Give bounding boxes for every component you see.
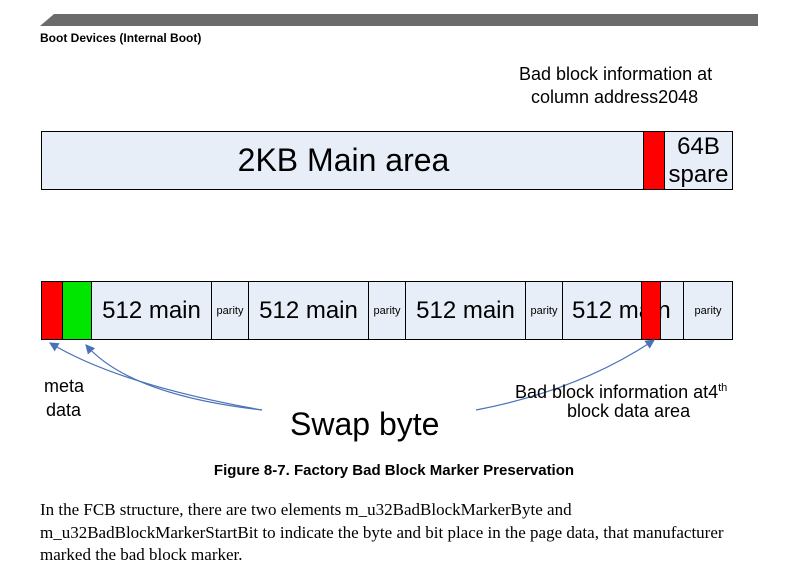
meta-label-line2: data: [46, 400, 82, 420]
bottom-label-number: 4: [708, 382, 719, 402]
meta-label-line1: meta: [44, 376, 85, 396]
bottom-label-text: Bad block information at: [515, 382, 709, 402]
segment-1-main: 512 main: [91, 281, 212, 340]
top-label-line2: column address2048: [531, 85, 698, 109]
segment-4-parity: parity: [683, 281, 733, 340]
segment-2-main: 512 main: [248, 281, 369, 340]
bottom-label-line1: Bad block information at4th: [515, 376, 727, 404]
spare-line1: 64B: [677, 133, 720, 160]
segment-2-main-label: 512 main: [259, 296, 358, 324]
body-paragraph: In the FCB structure, there are two elem…: [40, 500, 724, 564]
segment-1-parity-label: parity: [216, 304, 244, 317]
spare-area-box: 64B spare: [664, 131, 733, 190]
segment-1-main-label: 512 main: [102, 296, 201, 324]
figure-caption: Figure 8-7. Factory Bad Block Marker Pre…: [213, 462, 575, 479]
swap-arrow-to-green: [85, 344, 263, 411]
meta-green-block: [62, 281, 92, 340]
top-label-column-text: column address: [531, 87, 659, 107]
segment-3-main: 512 main: [405, 281, 526, 340]
segment-2-parity-label: parity: [373, 304, 401, 317]
top-label-value: 2048: [658, 87, 699, 107]
swap-arrow-to-bad-block: [475, 339, 655, 411]
spare-line2: spare: [668, 161, 729, 188]
header-bar: [40, 14, 758, 26]
main-area-label: 2KB Main area: [237, 142, 450, 178]
segment-3-parity: parity: [525, 281, 563, 340]
segment-3-main-label: 512 main: [416, 296, 515, 324]
segment-3-parity-label: parity: [530, 304, 558, 317]
main-area-box: 2KB Main area: [41, 131, 645, 190]
top-label-line1: Bad block information at: [519, 64, 713, 84]
bottom-label-line2: block data area: [567, 401, 691, 421]
bottom-label-sup: th: [718, 382, 728, 394]
swap-byte-label: Swap byte: [290, 406, 440, 442]
section-title: Boot Devices (Internal Boot): [40, 31, 202, 45]
segment-4-parity-label: parity: [694, 304, 722, 317]
